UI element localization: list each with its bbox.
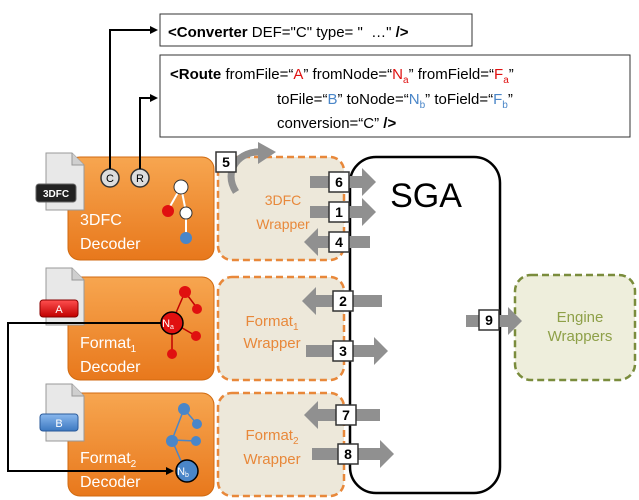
route-line-1: <Route fromFile=“A” fromNode=“Na” fromFi… (170, 66, 514, 86)
sga-label: SGA (390, 177, 462, 215)
decoder-format1: Format1 Decoder Na (67, 276, 215, 381)
converter-circle: C (100, 168, 120, 188)
wrapper-3dfc-line2: Wrapper (256, 216, 310, 232)
decoder-format2: Format2 Decoder Nb (67, 392, 215, 497)
file-b-label: B (55, 418, 62, 430)
step-number: 5 (222, 154, 230, 170)
step-number: 3 (339, 343, 347, 359)
svg-text:<Converter DEF="C" type= " …": <Converter DEF="C" type= " …" /> (168, 24, 409, 41)
step-box-2: 2 (332, 290, 354, 312)
converter-attributes: DEF="C" type= " …" (248, 24, 396, 41)
converter-tag-name: Converter (177, 24, 248, 41)
wrapper-format1-line2: Wrapper (243, 335, 300, 352)
route-segment: a (403, 75, 409, 86)
route-segment: F (493, 91, 502, 108)
step-box-6: 6 (328, 171, 350, 193)
route-segment: ” fromNode=“ (303, 66, 392, 83)
route-segment: B (327, 91, 337, 108)
na-to-nb-connector (7, 322, 174, 475)
step-number: 6 (335, 174, 343, 190)
engine-wrappers-box: Engine Wrappers (513, 273, 637, 382)
step-box-8: 8 (337, 443, 359, 465)
route-segment: ” fromField=“ (409, 66, 494, 83)
route-segment: fromFile=“ (225, 66, 293, 83)
svg-text:R: R (136, 173, 144, 185)
format1-tree-icon: Na (160, 286, 202, 359)
step-box-1: 1 (328, 201, 350, 223)
step-box-4: 4 (328, 231, 350, 253)
decoder-format1-line1: Format1 (80, 335, 137, 355)
step-box-9: 9 (478, 309, 500, 331)
route-tag-name: Route (179, 66, 222, 83)
route-circle: R (130, 168, 150, 188)
decoder-format1-line2: Decoder (80, 359, 141, 376)
scene-tree-icon (162, 179, 193, 244)
wrapper-format2-line1: Format2 (245, 427, 299, 447)
converter-tag-close: /> (396, 24, 409, 41)
wrapper-format2-line2: Wrapper (243, 451, 300, 468)
route-segment: b (420, 100, 426, 111)
step-box-5: 5 (215, 151, 237, 173)
converter-tag-open: < (168, 24, 177, 41)
decoder-format2-line1: Format2 (80, 450, 137, 470)
route-box: <Route fromFile=“A” fromNode=“Na” fromFi… (159, 54, 631, 138)
route-segment: F (494, 66, 503, 83)
step-number: 7 (342, 407, 350, 423)
route-segment: b (502, 100, 508, 111)
file-b-icon: B (39, 383, 85, 442)
engine-label-2: Wrappers (548, 328, 613, 345)
format2-tree-icon: Nb (166, 403, 202, 483)
route-connector (139, 94, 158, 169)
route-segment: toFile=“ (277, 91, 327, 108)
route-segment: a (503, 75, 509, 86)
step-number-boxes: 5 6 1 4 2 3 9 7 8 (215, 151, 500, 465)
file-a-label: A (55, 304, 63, 316)
route-segment: N (392, 66, 403, 83)
node-nb (175, 459, 199, 483)
file-a-icon: A (39, 267, 85, 326)
route-segment: ” (509, 66, 514, 83)
converter-box: <Converter DEF="C" type= " …" /> (159, 13, 473, 47)
route-line-3: conversion=“C” /> (277, 115, 396, 132)
wrapper-format1: Format1 Wrapper (216, 275, 346, 382)
route-segment: ” (508, 91, 513, 108)
route-line-2: toFile=“B” toNode=“Nb” toField=“Fb” (277, 91, 513, 111)
step-number: 2 (339, 293, 347, 309)
route-segment: ” toNode=“ (337, 91, 408, 108)
wrapper-3dfc-line1: 3DFC (265, 192, 302, 208)
route-segment: A (293, 66, 303, 83)
svg-text:C: C (106, 173, 114, 185)
step-box-7: 7 (335, 404, 357, 426)
wrapper-format1-line1: Format1 (245, 313, 299, 333)
engine-label-1: Engine (557, 309, 604, 326)
svg-text:Na: Na (162, 318, 174, 331)
step-number: 1 (335, 204, 343, 220)
step-number: 9 (485, 312, 493, 328)
file-3dfc-icon: 3DFC (35, 152, 85, 211)
decoder-3dfc-line1: 3DFC (80, 212, 122, 229)
route-segment: N (409, 91, 420, 108)
wrapper-format2: Format2 Wrapper (216, 391, 346, 498)
route-segment: ” toField=“ (425, 91, 493, 108)
converter-connector (109, 26, 158, 169)
file-3dfc-label: 3DFC (43, 189, 69, 200)
step-box-3: 3 (332, 340, 354, 362)
step-number: 8 (344, 446, 352, 462)
sga-box: SGA (348, 155, 502, 495)
decoder-3dfc-line2: Decoder (80, 236, 141, 253)
svg-text:Nb: Nb (177, 466, 189, 479)
decoder-format2-line2: Decoder (80, 474, 141, 491)
step-number: 4 (335, 234, 343, 250)
